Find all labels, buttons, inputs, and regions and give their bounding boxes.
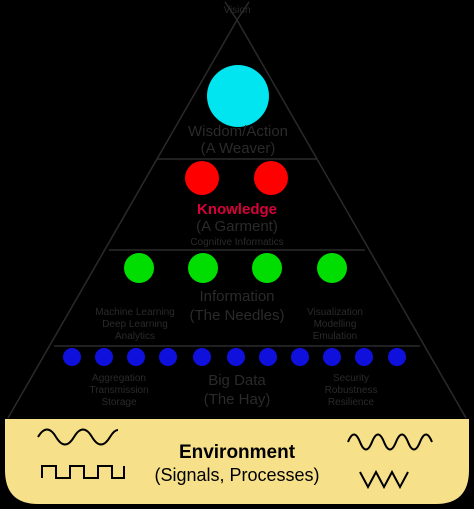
data-dot-3 bbox=[127, 348, 145, 366]
data-dot-7 bbox=[259, 348, 277, 366]
pyramid-left-edge bbox=[7, 19, 238, 419]
information-dot-4 bbox=[317, 253, 347, 283]
knowledge-subtitle: (A Garment) bbox=[196, 218, 278, 235]
data-left-note-1: Aggregation bbox=[92, 373, 146, 384]
square-wave-icon bbox=[41, 465, 125, 479]
information-subtitle: (The Needles) bbox=[189, 307, 284, 324]
data-dot-2 bbox=[95, 348, 113, 366]
data-dot-11 bbox=[388, 348, 406, 366]
data-dot-10 bbox=[355, 348, 373, 366]
information-dot-1 bbox=[124, 253, 154, 283]
data-right-note-3: Resilience bbox=[328, 397, 375, 408]
data-left-note-2: Transmission bbox=[89, 385, 148, 396]
pyramid-right-edge bbox=[236, 19, 467, 419]
apex-left-extension bbox=[224, 1, 238, 21]
wisdom-dot bbox=[207, 65, 269, 127]
knowledge-dot-2 bbox=[254, 161, 288, 195]
sine-wave-icon-left bbox=[37, 428, 119, 446]
sine-wave-icon-right bbox=[347, 433, 433, 451]
data-left-note-3: Storage bbox=[101, 397, 136, 408]
environment-title: Environment bbox=[179, 442, 296, 463]
data-dot-4 bbox=[159, 348, 177, 366]
data-dot-1 bbox=[63, 348, 81, 366]
information-right-note-2: Modelling bbox=[314, 319, 357, 330]
information-left-note-3: Analytics bbox=[115, 331, 155, 342]
wisdom-subtitle: (A Weaver) bbox=[201, 140, 276, 157]
information-dot-2 bbox=[188, 253, 218, 283]
apex-right-extension bbox=[236, 1, 250, 21]
data-right-note-1: Security bbox=[333, 373, 369, 384]
data-right-note-2: Robustness bbox=[325, 385, 378, 396]
zigzag-wave-icon bbox=[359, 469, 409, 490]
data-dot-5 bbox=[193, 348, 211, 366]
information-left-note-2: Deep Learning bbox=[102, 319, 168, 330]
data-dot-6 bbox=[227, 348, 245, 366]
knowledge-dot-1 bbox=[185, 161, 219, 195]
information-dot-3 bbox=[252, 253, 282, 283]
information-left-note-1: Machine Learning bbox=[95, 307, 175, 318]
knowledge-title: Knowledge bbox=[197, 201, 277, 218]
environment-base bbox=[3, 417, 471, 506]
data-title: Big Data bbox=[208, 372, 266, 389]
data-subtitle: (The Hay) bbox=[204, 391, 271, 408]
knowledge-note: Cognitive Informatics bbox=[190, 237, 283, 248]
wisdom-title: Wisdom/Action bbox=[188, 123, 288, 140]
information-title: Information bbox=[199, 288, 274, 305]
environment-subtitle: (Signals, Processes) bbox=[154, 465, 319, 485]
apex-label: Vision bbox=[223, 5, 250, 16]
data-dot-8 bbox=[291, 348, 309, 366]
data-dot-9 bbox=[323, 348, 341, 366]
information-right-note-1: Visualization bbox=[307, 307, 363, 318]
data-dots bbox=[63, 348, 406, 366]
information-right-note-3: Emulation bbox=[313, 331, 357, 342]
